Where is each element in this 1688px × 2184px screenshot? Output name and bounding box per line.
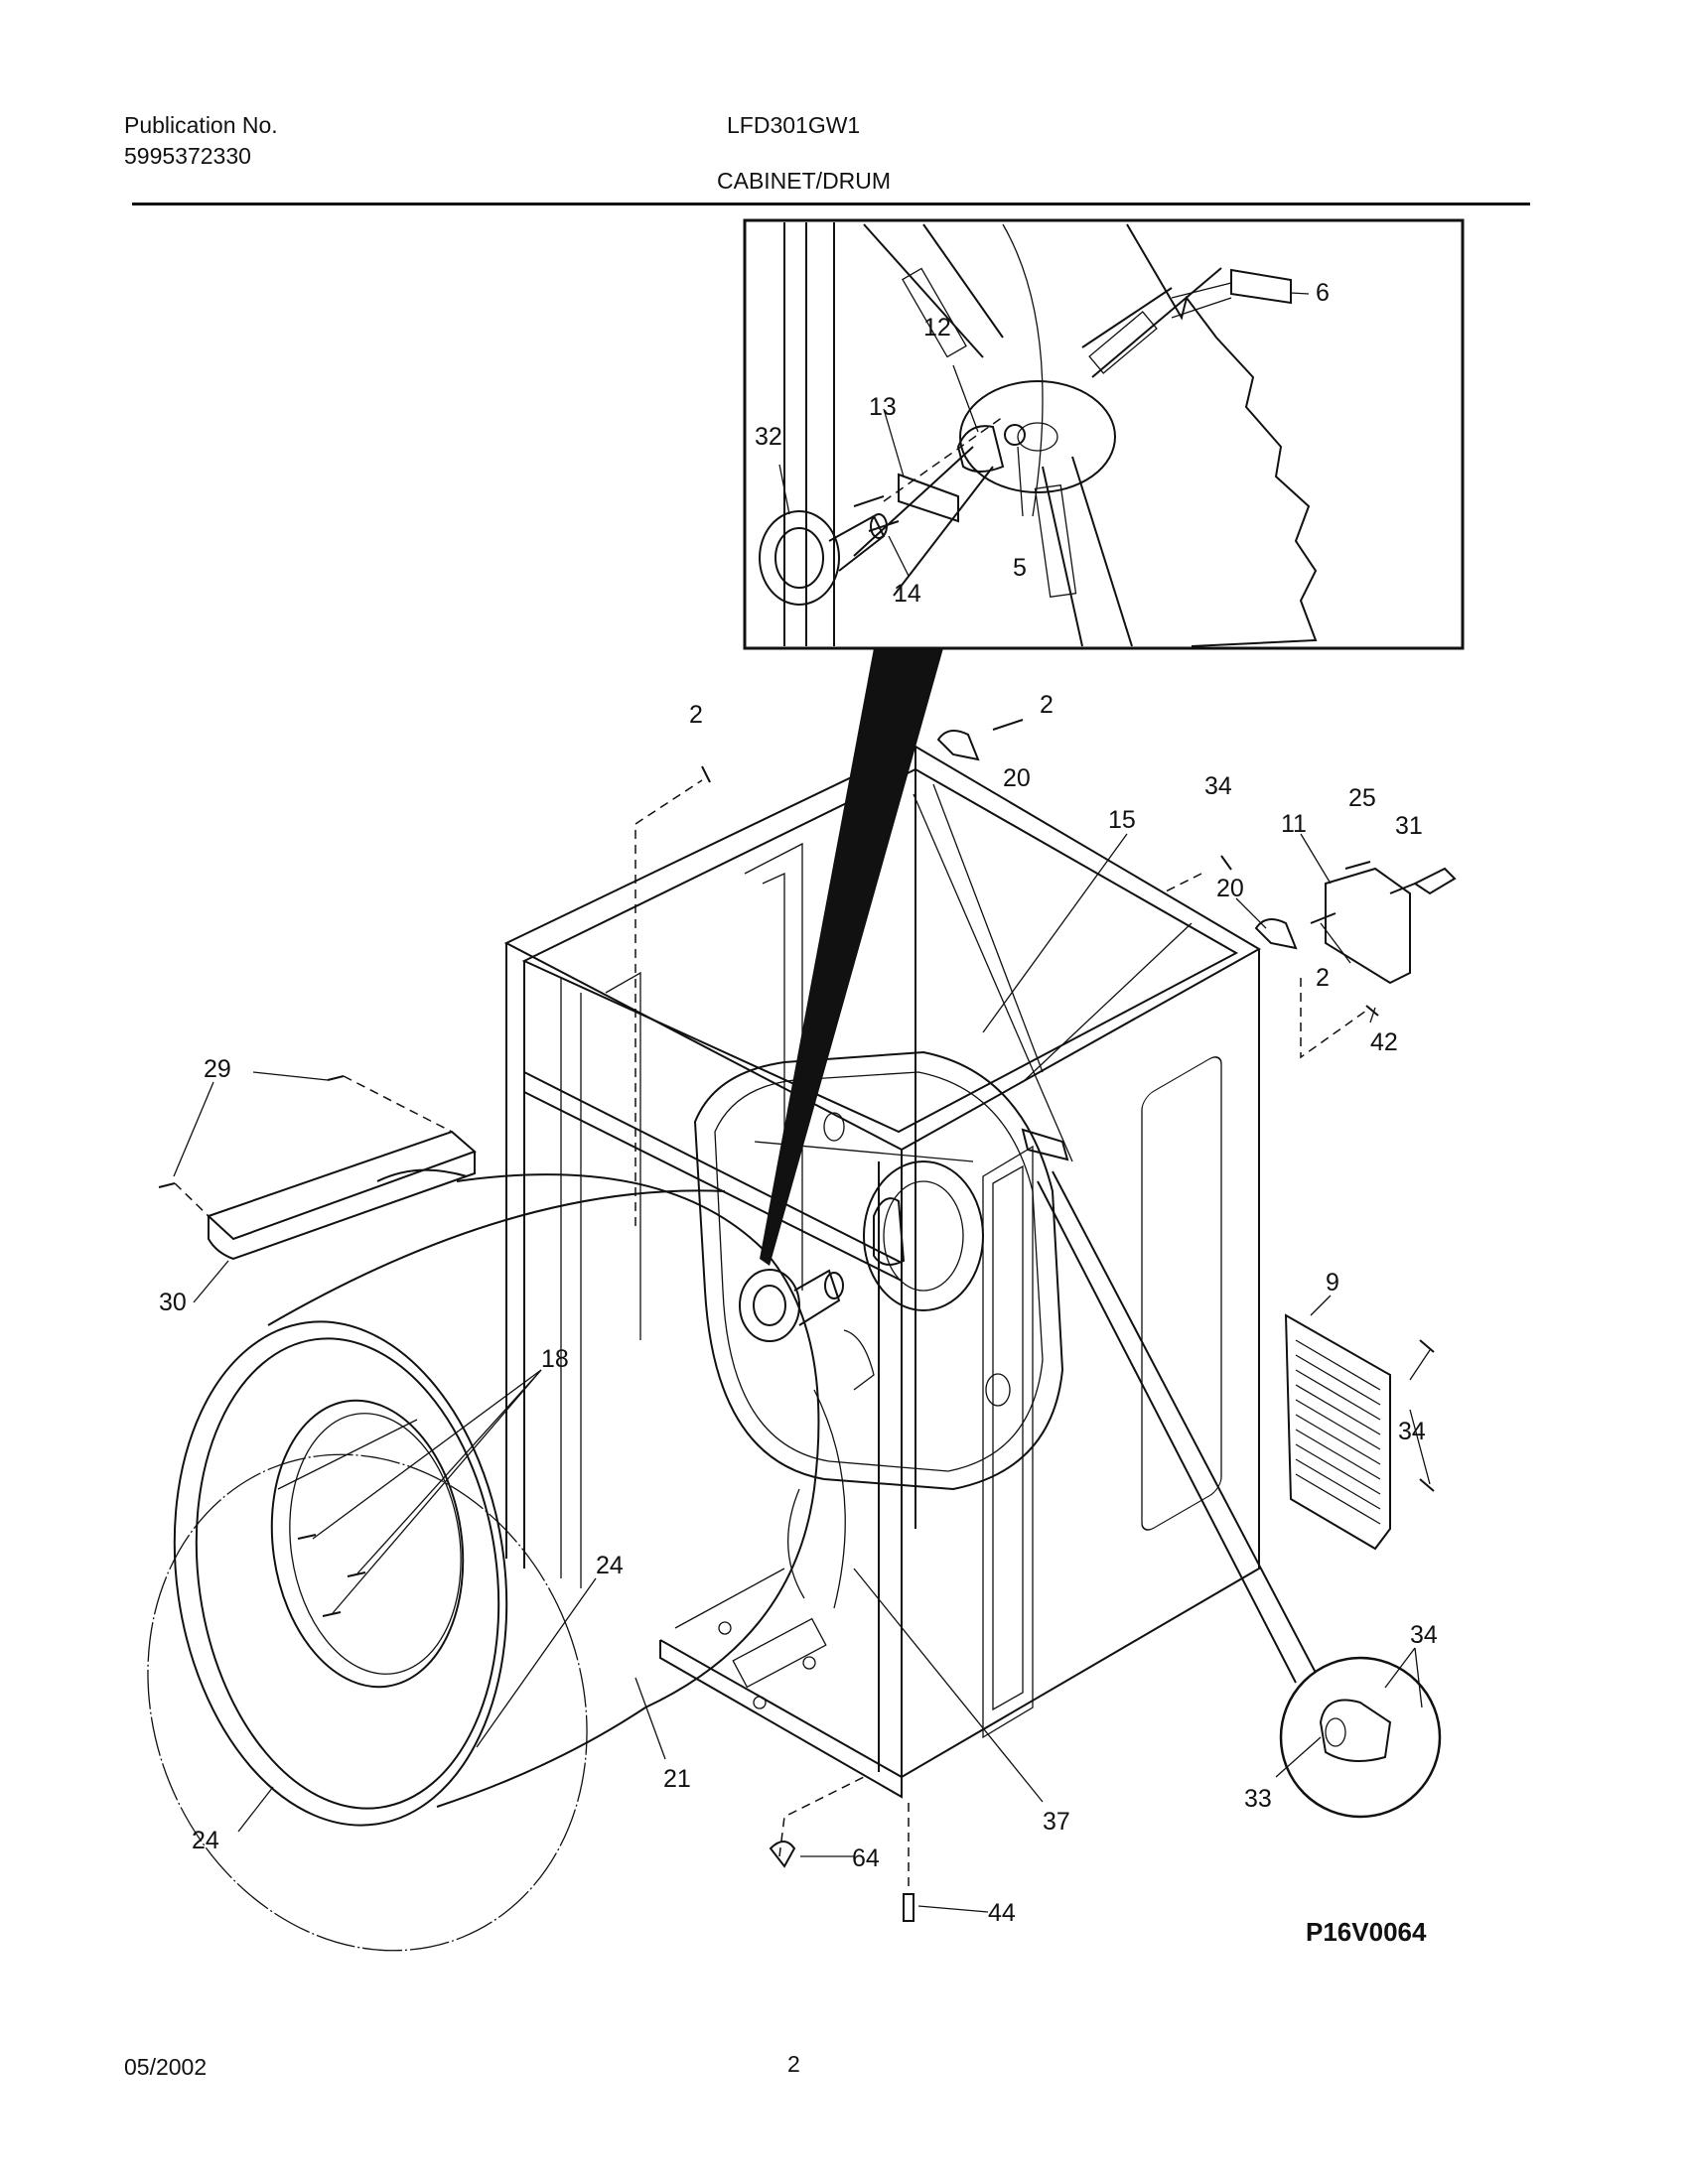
callout-37: 37	[1043, 1808, 1070, 1836]
publication-number: 5995372330	[124, 143, 251, 169]
motor-detail	[1037, 1170, 1442, 1819]
callout-13: 13	[869, 393, 897, 421]
callout-42: 42	[1370, 1028, 1398, 1056]
callout-5: 5	[1013, 554, 1027, 582]
callout-24: 24	[596, 1552, 624, 1579]
header-rule	[132, 203, 1530, 205]
callout-32: 32	[755, 423, 782, 451]
drum	[173, 1168, 846, 1827]
screws	[634, 765, 1435, 1922]
model-number: LFD301GW1	[727, 112, 861, 138]
callout-6: 6	[1316, 279, 1330, 307]
callout-2: 2	[1316, 964, 1330, 992]
callout-9: 9	[1326, 1269, 1339, 1297]
rear-grille	[1284, 1313, 1391, 1551]
toe-panel	[158, 1075, 477, 1261]
callout-12: 12	[923, 314, 951, 341]
callout-30: 30	[159, 1289, 187, 1316]
footer-date: 05/2002	[124, 2054, 208, 2080]
callout-29: 29	[204, 1055, 231, 1083]
front-seal	[147, 1453, 588, 1952]
callout-44: 44	[988, 1899, 1016, 1927]
detail-pointer-wedge	[760, 648, 943, 1266]
callout-18: 18	[541, 1345, 569, 1373]
top-brackets	[936, 719, 1457, 1161]
callout-25: 25	[1348, 784, 1376, 812]
callout-20: 20	[1216, 875, 1244, 902]
callout-14: 14	[894, 580, 921, 608]
page-number: 2	[787, 2051, 800, 2077]
publication-label: Publication No.	[124, 112, 278, 138]
callout-15: 15	[1108, 806, 1136, 834]
rear-bulkhead	[693, 1050, 1064, 1491]
callout-leaders	[173, 833, 1431, 1913]
callout-2: 2	[1040, 691, 1054, 719]
callout-20: 20	[1003, 764, 1031, 792]
callout-2: 2	[689, 701, 703, 729]
callout-34: 34	[1410, 1621, 1438, 1649]
callout-33: 33	[1244, 1785, 1272, 1813]
cabinet	[503, 745, 1262, 1799]
callout-64: 64	[852, 1844, 880, 1872]
inset-detail	[743, 218, 1465, 650]
drawing-code: P16V0064	[1306, 1917, 1427, 1947]
callout-21: 21	[663, 1765, 691, 1793]
callout-34: 34	[1204, 772, 1232, 800]
callout-34: 34	[1398, 1418, 1426, 1445]
drum-shaft	[739, 1269, 844, 1342]
callout-11: 11	[1281, 810, 1307, 838]
section-title: CABINET/DRUM	[717, 168, 892, 194]
callout-24: 24	[192, 1827, 219, 1854]
callout-31: 31	[1395, 812, 1423, 840]
